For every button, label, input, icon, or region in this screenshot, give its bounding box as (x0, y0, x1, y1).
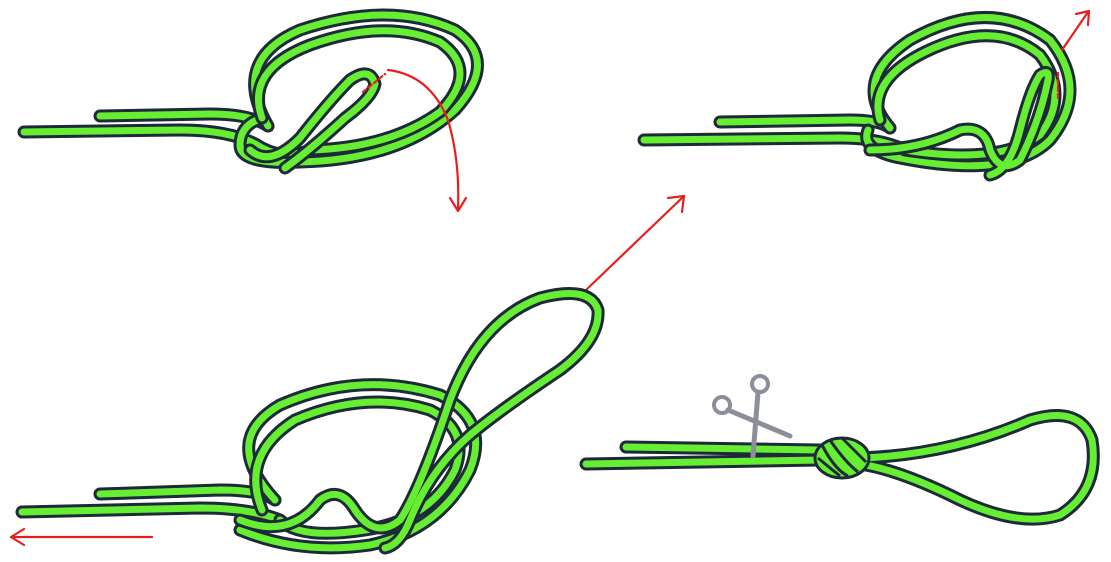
step-2-arrow-icon (1056, 9, 1091, 100)
step-1-knot (17, 8, 484, 213)
step-4-standing-line (579, 440, 827, 471)
step-3-double-loop (233, 378, 483, 555)
step-3-knot (9, 287, 605, 555)
step-2-inner-loop (863, 66, 1055, 182)
step-1-inner-loop (243, 67, 382, 175)
step-3-arrow-icon (9, 527, 154, 547)
scissors-icon (712, 374, 793, 459)
step-2-knot (637, 9, 1091, 182)
step-4-final-loop (853, 409, 1100, 526)
transition-arrow-icon (584, 194, 686, 292)
step-4-knot (579, 374, 1100, 526)
step-4-tight-knot (813, 436, 871, 480)
step-1-arrow-icon (361, 68, 468, 213)
step-2-double-loop (860, 11, 1077, 173)
step-3-long-loop (233, 287, 605, 555)
step-1-double-loop (233, 8, 484, 169)
